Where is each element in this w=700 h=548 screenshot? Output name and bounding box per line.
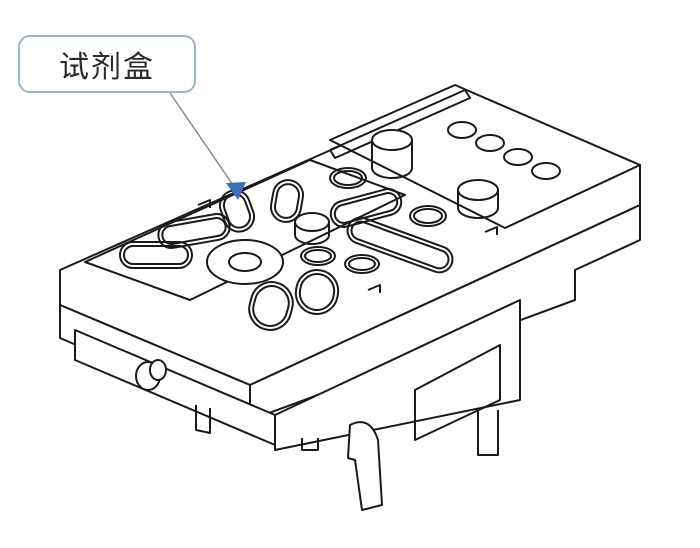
callout-arrow-icon [226, 182, 246, 200]
ring-3 [503, 148, 533, 166]
lower-side [274, 299, 521, 451]
cylinder-mid [457, 190, 499, 219]
callout-label: 试剂盒 [59, 50, 155, 85]
label-window [414, 344, 501, 441]
callout-leader-line [169, 92, 234, 186]
leg-hook [347, 421, 383, 511]
oval-b [409, 205, 447, 227]
tab-3 [367, 284, 381, 293]
tab-2 [484, 226, 498, 235]
leg-right [477, 410, 499, 456]
callout-box: 试剂盒 [18, 35, 196, 93]
ring-1 [447, 121, 477, 139]
ring-2 [475, 134, 505, 152]
slot-group [119, 179, 454, 331]
leg-front [301, 438, 319, 451]
leg-left [195, 405, 211, 434]
rear-plate [329, 84, 641, 229]
center-washer [206, 239, 284, 285]
ring-4 [531, 162, 561, 180]
cylinder-rear [371, 140, 413, 179]
cylinder-small [294, 222, 330, 245]
oval-c [300, 246, 336, 266]
oval-a [329, 167, 367, 189]
rail [329, 89, 471, 159]
tab-1 [197, 199, 211, 208]
oval-d [344, 254, 380, 274]
